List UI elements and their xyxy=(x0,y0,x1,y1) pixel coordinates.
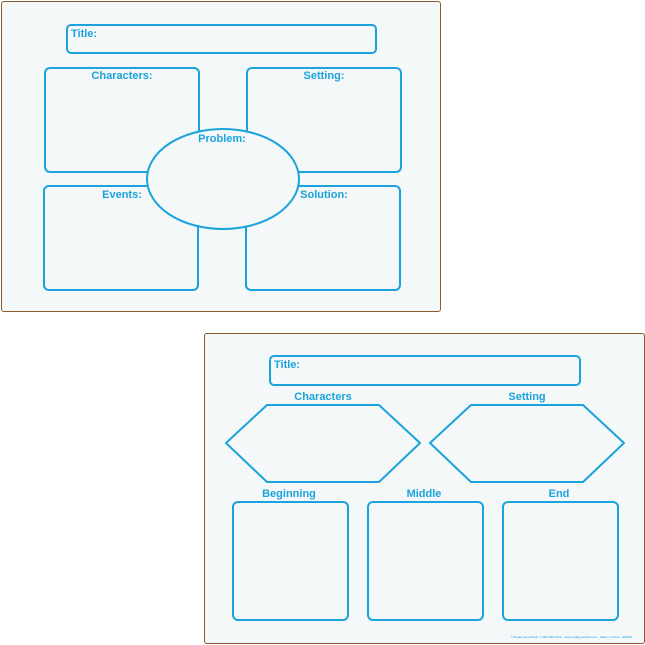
title-box[interactable] xyxy=(269,355,581,386)
solution-box[interactable] xyxy=(245,185,401,291)
end-label: End xyxy=(548,488,570,500)
events-label: Events: xyxy=(102,189,142,201)
end-box[interactable] xyxy=(502,501,619,621)
title-label: Title: xyxy=(274,359,301,371)
characters-box[interactable] xyxy=(44,67,200,173)
title-box[interactable] xyxy=(66,24,377,54)
beginning-label: Beginning xyxy=(262,488,316,500)
characters-label: Characters xyxy=(294,391,352,403)
hexagon-layer xyxy=(225,404,625,483)
story-elements-board-2: Title: Characters Setting Beginning Midd… xyxy=(204,333,645,644)
beginning-box[interactable] xyxy=(232,501,349,621)
problem-label: Problem: xyxy=(198,133,246,145)
problem-ellipse-layer xyxy=(146,128,300,230)
characters-hexagon[interactable] xyxy=(225,404,421,483)
setting-label: Setting xyxy=(508,391,546,403)
setting-label: Setting: xyxy=(303,70,345,82)
title-label: Title: xyxy=(71,28,98,40)
events-box[interactable] xyxy=(43,185,199,291)
setting-box[interactable] xyxy=(246,67,402,173)
characters-label: Characters: xyxy=(91,70,153,82)
middle-label: Middle xyxy=(406,488,442,500)
problem-ellipse[interactable] xyxy=(146,128,300,230)
middle-box[interactable] xyxy=(367,501,484,621)
solution-label: Solution: xyxy=(300,189,348,201)
setting-hexagon[interactable] xyxy=(429,404,625,483)
story-map-board-1: Title: Characters: Setting: Events: Solu… xyxy=(1,1,441,312)
fine-print: © Really Good Stuff · 1-800-366-1920 · w… xyxy=(511,635,632,639)
